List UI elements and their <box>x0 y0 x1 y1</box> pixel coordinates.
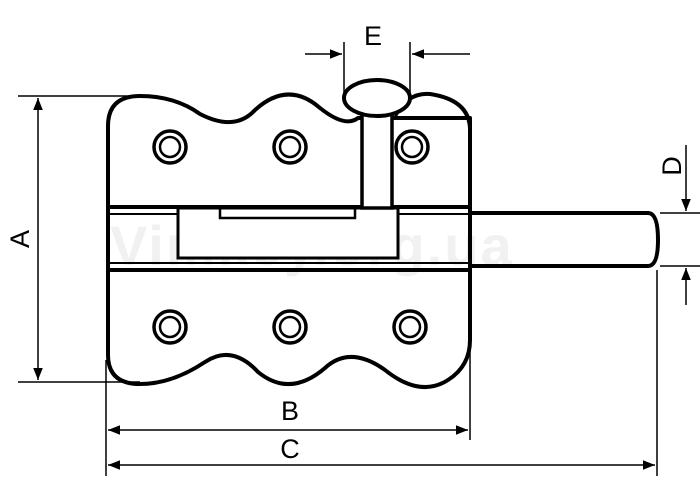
dimension-d: D <box>657 145 700 305</box>
mounting-holes-bottom <box>152 309 428 345</box>
dimension-d-label: D <box>657 156 687 176</box>
bolt-rod <box>470 211 661 268</box>
hole-bottom-2 <box>272 309 308 345</box>
hole-top-1-inner <box>158 135 182 159</box>
hole-top-2 <box>272 129 308 165</box>
dimension-a: A <box>5 95 140 383</box>
dimension-c-label: C <box>280 434 300 464</box>
dimension-c: C <box>108 270 658 476</box>
hole-bottom-2-inner <box>278 315 302 339</box>
bottom-plate <box>106 270 472 389</box>
dimension-b-label: B <box>281 396 299 426</box>
hole-bottom-3-inner <box>398 315 422 339</box>
bolt-handle-knob <box>342 78 412 118</box>
hole-top-2-inner <box>278 135 302 159</box>
hole-top-1 <box>152 129 188 165</box>
bolt-slot <box>176 206 400 260</box>
hole-bottom-3 <box>392 309 428 345</box>
dimension-e: E <box>305 21 470 96</box>
mounting-holes-top <box>152 129 430 165</box>
dimension-a-label: A <box>5 230 35 248</box>
dimension-e-label: E <box>364 21 382 51</box>
hole-bottom-1-inner <box>158 315 182 339</box>
bolt-slot-groove <box>218 206 357 220</box>
bolt-handle-stem <box>360 102 394 210</box>
dimension-b: B <box>105 345 471 476</box>
hole-bottom-1 <box>152 309 188 345</box>
hole-top-3-inner <box>400 135 424 159</box>
hole-top-3 <box>394 129 430 165</box>
